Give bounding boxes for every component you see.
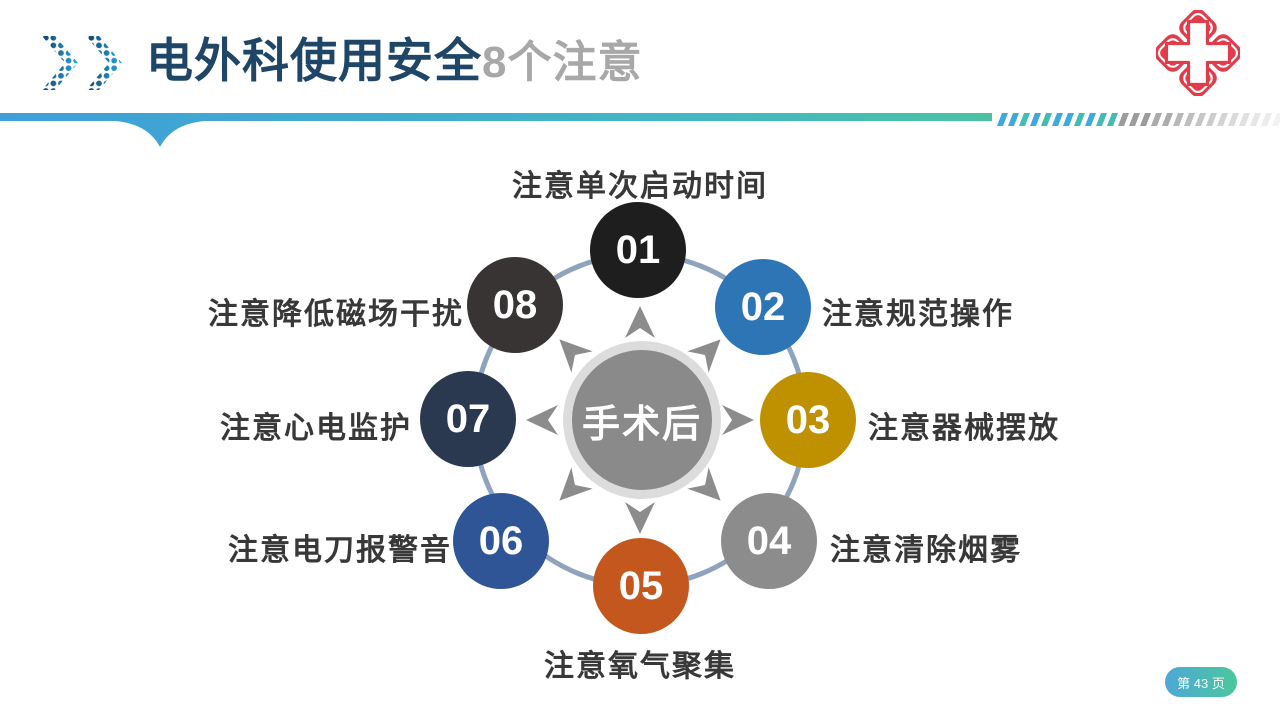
- item-circle-06: 06: [453, 493, 549, 589]
- hospital-red-cross-logo: [1154, 9, 1242, 101]
- header-rule-hatch: [997, 113, 1280, 131]
- item-number-06: 06: [478, 518, 524, 563]
- item-number-05: 05: [618, 563, 664, 608]
- double-chevron-dots-icon: [42, 34, 130, 97]
- item-number-08: 08: [492, 282, 538, 327]
- item-label-01: 注意单次启动时间: [512, 170, 768, 203]
- item-circle-04: 04: [721, 493, 817, 589]
- center-label: 手术后: [581, 403, 702, 446]
- item-label-04: 注意清除烟雾: [830, 534, 1022, 567]
- item-label-08: 注意降低磁场干扰: [208, 298, 464, 331]
- item-label-06: 注意电刀报警音: [228, 534, 452, 567]
- header-rule: [0, 110, 1280, 157]
- item-circle-07: 07: [420, 371, 516, 467]
- item-circle-01: 01: [590, 202, 686, 298]
- item-circle-03: 03: [760, 372, 856, 468]
- item-label-02: 注意规范操作: [822, 298, 1014, 331]
- item-number-07: 07: [445, 396, 491, 441]
- item-label-07: 注意心电监护: [220, 412, 412, 445]
- page-title-main: 电外科使用安全: [146, 36, 482, 88]
- page-number-label: 第 43 页: [1177, 675, 1225, 691]
- item-number-01: 01: [615, 227, 661, 272]
- item-circle-05: 05: [593, 538, 689, 634]
- item-number-03: 03: [785, 397, 831, 442]
- page-title-suffix: 8个注意: [482, 38, 643, 87]
- page-title: 电外科使用安全8个注意: [146, 22, 642, 91]
- item-label-03: 注意器械摆放: [868, 412, 1060, 445]
- item-circle-02: 02: [715, 259, 811, 355]
- center-circle: 手术后: [572, 350, 712, 490]
- item-number-02: 02: [740, 284, 786, 329]
- page-number-badge: 第 43 页: [1165, 667, 1237, 697]
- item-number-04: 04: [746, 518, 792, 563]
- item-circle-08: 08: [467, 257, 563, 353]
- item-label-05: 注意氧气聚集: [544, 650, 736, 683]
